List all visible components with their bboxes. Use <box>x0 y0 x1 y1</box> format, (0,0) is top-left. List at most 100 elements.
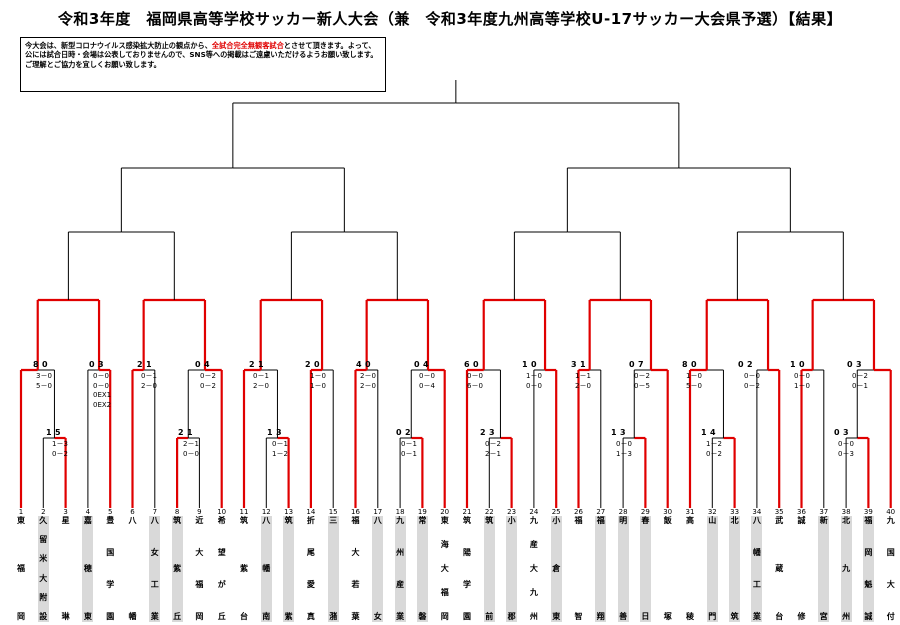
round1-score-right: 0 <box>314 360 320 369</box>
team-number: 3 <box>63 508 68 516</box>
team-number: 23 <box>507 508 517 516</box>
team-name-char: 八 <box>128 516 137 525</box>
team-name-char: 女 <box>373 612 382 621</box>
team-name-char: 真 <box>306 612 315 621</box>
team-number: 10 <box>217 508 227 516</box>
team-name-char: 北 <box>842 516 851 525</box>
round1-score-right: 1 <box>146 360 152 369</box>
team-name-char: 福 <box>17 564 25 573</box>
team-name: 北九州 <box>840 516 852 622</box>
team-number: 40 <box>886 508 896 516</box>
team-name: 三潴 <box>327 516 339 622</box>
team-name-char: 陽 <box>463 548 471 557</box>
round1-score-detail: 0－1 <box>852 381 868 390</box>
round1-score-left: 8 <box>682 360 688 369</box>
team-name-char: 台 <box>775 612 784 621</box>
team-number: 25 <box>551 508 561 516</box>
lower-score-left: 2 <box>480 428 486 437</box>
team-name-char: 望 <box>217 548 226 557</box>
round1-score-detail: 0－0 <box>467 372 483 380</box>
team-name-char: 幡 <box>262 564 271 573</box>
team-number: 7 <box>152 508 158 516</box>
team-name-char: 小 <box>552 516 561 525</box>
round1-score-left: 0 <box>414 360 420 369</box>
team-name: 九産大九州 <box>528 516 539 622</box>
team-name-char: 九 <box>886 516 895 525</box>
team-name-char: 筑 <box>173 516 182 525</box>
team-number: 8 <box>174 508 180 516</box>
round1-score-left: 0 <box>629 360 635 369</box>
team-name-char: 高 <box>686 516 694 525</box>
lower-score-right: 1 <box>187 428 193 437</box>
team-name-char: 女 <box>150 548 159 557</box>
lower-score-right: 3 <box>620 428 626 437</box>
notice-text-red: 全試合完全無観客試合 <box>211 41 284 50</box>
team-name: 常磐 <box>416 516 428 622</box>
round1-score-detail: 0－5 <box>634 381 650 390</box>
round1-score-detail: 0－2 <box>200 381 216 390</box>
team-name: 筑陽学園 <box>462 516 473 622</box>
round1-score-detail: 6－0 <box>467 381 483 390</box>
team-name-char: 筑 <box>463 516 471 525</box>
lower-score-detail: 0－1 <box>401 449 417 458</box>
lower-score-detail: 2－1 <box>183 440 199 448</box>
team-name-char: 設 <box>39 612 48 621</box>
round1-score-right: 0 <box>42 360 48 369</box>
team-name: 東海大福岡 <box>439 516 450 622</box>
team-name-char: 福 <box>440 588 449 597</box>
team-number: 36 <box>797 508 806 516</box>
round1-score-detail: 0－2 <box>852 372 868 380</box>
team-name-char: 福 <box>596 516 605 525</box>
team-name-char: 近 <box>195 516 204 525</box>
team-name-char: 丘 <box>173 612 182 621</box>
round1-score-detail: 0EX1 <box>93 391 112 399</box>
team-name-char: が <box>217 580 226 589</box>
round1-score-detail: 0－1 <box>141 372 157 380</box>
round1-score-left: 0 <box>738 360 744 369</box>
team-name: 明善 <box>617 516 629 622</box>
lower-score-detail: 0－2 <box>485 440 501 448</box>
team-name-char: 学 <box>463 580 471 589</box>
team-name-char: 稜 <box>686 612 694 621</box>
lower-score-right: 3 <box>276 428 282 437</box>
team-name-char: 工 <box>752 580 761 589</box>
team-name-char: 宮 <box>819 612 828 621</box>
team-name-char: 学 <box>106 580 115 589</box>
lower-score-detail: 2－1 <box>485 449 501 458</box>
team-number: 20 <box>440 508 450 516</box>
round1-score-detail: 1－0 <box>686 372 702 380</box>
team-name-char: 葉 <box>351 612 360 621</box>
team-name: 久留米大附設 <box>37 516 49 622</box>
team-name-char: 北 <box>730 516 739 525</box>
lower-score-right: 3 <box>489 428 495 437</box>
lower-score-left: 0 <box>396 428 402 437</box>
team-name: 小倉東 <box>550 516 562 622</box>
team-name-char: 台 <box>240 612 248 621</box>
round1-score-detail: 0－0 <box>93 381 109 390</box>
team-number: 11 <box>239 508 249 516</box>
team-number: 21 <box>462 508 472 516</box>
team-name-char: 塚 <box>663 612 672 621</box>
team-number: 5 <box>107 508 113 516</box>
round1-score-right: 0 <box>531 360 537 369</box>
team-name: 折尾愛真 <box>305 516 316 622</box>
round1-score-detail: 0－2 <box>200 372 216 380</box>
team-name-char: 豊 <box>106 516 115 525</box>
team-name-char: 愛 <box>306 580 315 589</box>
lower-score-left: 1 <box>611 428 617 437</box>
team-number: 27 <box>596 508 606 516</box>
team-number: 15 <box>328 508 338 516</box>
round1-score-detail: 1－1 <box>575 372 591 380</box>
team-name-char: 八 <box>150 516 159 525</box>
team-name-char: 筑 <box>284 516 293 525</box>
round1-score-right: 2 <box>747 360 753 369</box>
team-name: 筑紫丘 <box>171 516 183 622</box>
lower-score-detail: 1－2 <box>706 440 722 448</box>
team-number: 31 <box>685 508 695 516</box>
team-name-char: 山 <box>708 516 717 525</box>
round1-score-detail: 2－0 <box>141 381 157 390</box>
round1-score-left: 3 <box>571 360 577 369</box>
team-name-char: 国 <box>886 548 895 557</box>
team-name: 筑前 <box>483 516 495 622</box>
